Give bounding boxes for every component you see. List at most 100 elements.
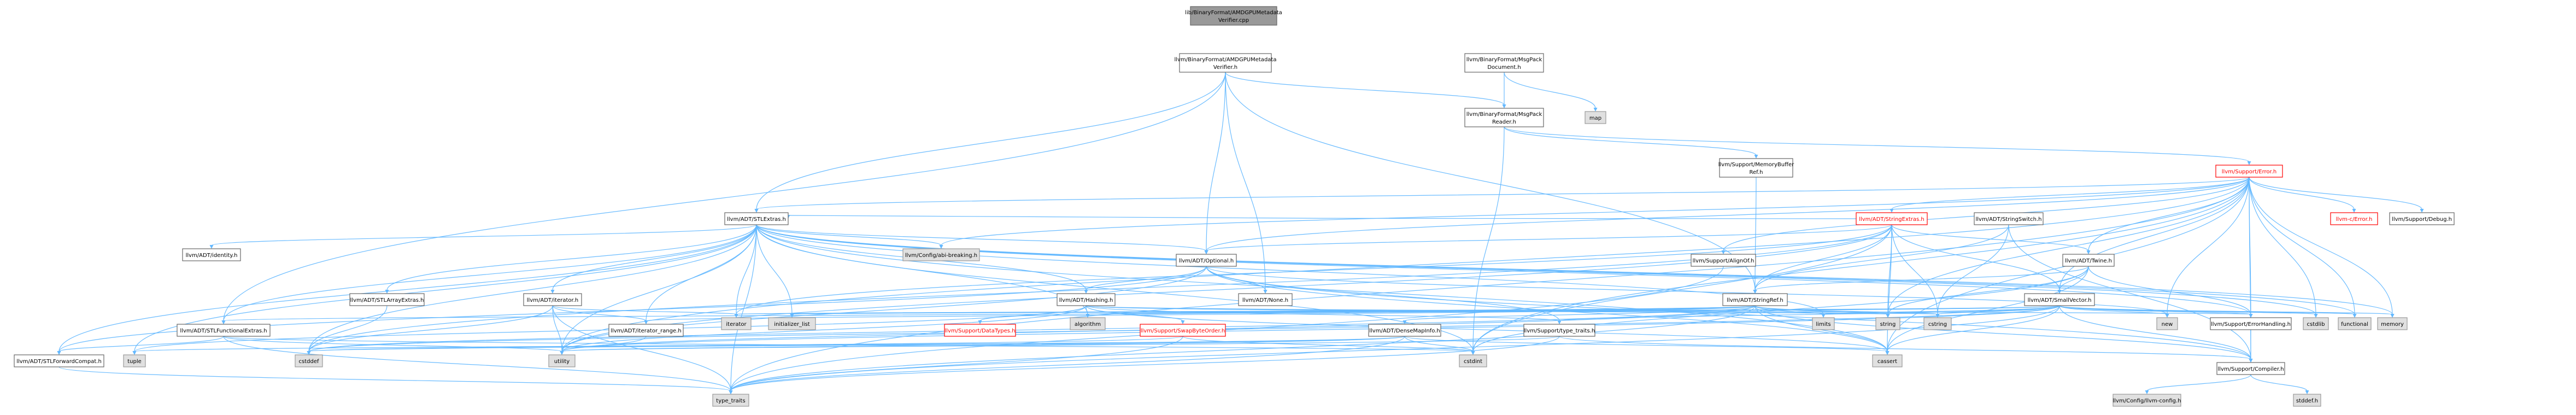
edge-support-error-h-to-abi-breaking-h xyxy=(941,177,2250,246)
edge-smallvector-h-to-cassert xyxy=(1887,305,2060,352)
edge-iterator-h-to-utility xyxy=(552,305,562,352)
node-support-error-h[interactable]: llvm/Support/Error.h xyxy=(2215,165,2283,178)
edge-arrowhead xyxy=(978,320,982,324)
node-smallvector-h[interactable]: llvm/ADT/SmallVector.h xyxy=(2024,293,2095,306)
node-cstring[interactable]: cstring xyxy=(1923,317,1952,330)
edge-compiler-h-to-llvm-config-h xyxy=(2146,374,2251,391)
node-cassert[interactable]: cassert xyxy=(1872,354,1903,367)
node-stringref-h[interactable]: llvm/ADT/StringRef.h xyxy=(1722,293,1788,306)
node-type-traits-h[interactable]: llvm/Support/type_traits.h xyxy=(1523,324,1595,337)
node-memorybufferref-h[interactable]: llvm/Support/MemoryBuffer Ref.h xyxy=(1718,158,1794,178)
edge-stlforwardcompat-h-to-type-traits xyxy=(58,366,731,391)
node-map[interactable]: map xyxy=(1585,111,1606,124)
node-llvm-c-error-h[interactable]: llvm-c/Error.h xyxy=(2330,212,2378,225)
edge-densemapinfo-h-to-cassert xyxy=(1404,336,1888,352)
svg-text:type_traits: type_traits xyxy=(716,398,745,404)
node-functional[interactable]: functional xyxy=(2338,317,2372,330)
node-memory[interactable]: memory xyxy=(2377,317,2408,330)
node-cstddef[interactable]: cstddef xyxy=(295,354,323,367)
edge-stringswitch-h-to-stringref-h xyxy=(1755,224,2009,291)
node-errorhandling-h[interactable]: llvm/Support/ErrorHandling.h xyxy=(2210,317,2292,330)
edge-stringref-h-to-densemapinfo-h xyxy=(1404,305,1756,322)
edge-stlextras-h-to-stlfunctionalextras-h xyxy=(223,224,757,322)
node-tuple[interactable]: tuple xyxy=(123,354,146,367)
svg-text:cstdint: cstdint xyxy=(1464,359,1482,365)
svg-text:llvm/Support/Error.h: llvm/Support/Error.h xyxy=(2222,169,2276,175)
edge-support-error-h-to-smallvector-h xyxy=(2059,177,2250,291)
node-alignof-h[interactable]: llvm/Support/AlignOf.h xyxy=(1691,254,1756,267)
node-datatypes-h[interactable]: llvm/Support/DataTypes.h xyxy=(944,324,1016,337)
svg-text:llvm/Support/AlignOf.h: llvm/Support/AlignOf.h xyxy=(1693,258,1755,264)
edge-hashing-h-to-cassert xyxy=(1085,305,1888,352)
edge-swapbyteorder-h-to-type-traits xyxy=(730,336,1183,391)
edge-stlextras-h-to-errorhandling-h xyxy=(756,224,2251,315)
edge-arrowhead xyxy=(221,320,226,324)
node-hashing-h[interactable]: llvm/ADT/Hashing.h xyxy=(1057,293,1116,306)
node-new[interactable]: new xyxy=(2156,317,2178,330)
edge-smallvector-h-to-type-traits-h xyxy=(1559,305,2060,322)
edge-stlextras-h-to-optional-h xyxy=(756,224,1207,252)
svg-text:Verifier.cpp: Verifier.cpp xyxy=(1218,17,1249,24)
node-initializer-list[interactable]: initializer_list xyxy=(768,317,816,330)
node-limits[interactable]: limits xyxy=(1812,317,1835,330)
node-stddef-h[interactable]: stddef.h xyxy=(2293,394,2321,407)
node-support-debug-h[interactable]: llvm/Support/Debug.h xyxy=(2389,212,2455,225)
node-identity-h[interactable]: llvm/ADT/identity.h xyxy=(182,248,241,261)
edge-support-error-h-to-optional-h xyxy=(1206,177,2250,252)
node-stlforwardcompat-h[interactable]: llvm/ADT/STLForwardCompat.h xyxy=(14,354,104,367)
node-llvm-config-h[interactable]: llvm/Config/llvm-config.h xyxy=(2113,394,2181,407)
edge-stlfunctionalextras-h-to-stlforwardcompat-h xyxy=(58,336,224,352)
node-none-h[interactable]: llvm/ADT/None.h xyxy=(1238,293,1293,306)
node-root-file[interactable]: lib/BinaryFormat/AMDGPUMetadata Verifier… xyxy=(1185,6,1282,26)
edge-stlextras-h-to-initializer-list xyxy=(756,224,793,315)
node-cstdlib[interactable]: cstdlib xyxy=(2303,317,2329,330)
node-type-traits[interactable]: type_traits xyxy=(712,394,749,407)
node-msgpack-reader-h[interactable]: llvm/BinaryFormat/MsgPack Reader.h xyxy=(1464,108,1544,127)
edge-support-error-h-to-functional xyxy=(2249,177,2355,315)
node-twine-h[interactable]: llvm/ADT/Twine.h xyxy=(2062,254,2115,267)
svg-text:llvm/Support/Compiler.h: llvm/Support/Compiler.h xyxy=(2217,366,2284,372)
node-stlfunctionalextras-h[interactable]: llvm/ADT/STLFunctionalExtras.h xyxy=(177,324,271,337)
svg-text:string: string xyxy=(1880,322,1896,328)
edge-arrowhead xyxy=(209,245,214,249)
edge-arrowhead xyxy=(2086,250,2091,254)
svg-text:llvm/ADT/StringSwitch.h: llvm/ADT/StringSwitch.h xyxy=(1975,217,2041,223)
edge-stlfunctionalextras-h-to-type-traits xyxy=(223,336,731,391)
svg-text:Document.h: Document.h xyxy=(1487,65,1521,71)
edge-arrowhead xyxy=(939,245,943,249)
node-amdgpu-metadata-verifier-h[interactable]: llvm/BinaryFormat/AMDGPUMetadata Verifie… xyxy=(1175,53,1277,73)
svg-text:llvm/ADT/STLArrayExtras.h: llvm/ADT/STLArrayExtras.h xyxy=(350,297,424,303)
edge-twine-h-to-errorhandling-h xyxy=(2088,266,2251,315)
edge-smallvector-h-to-utility xyxy=(561,305,2060,352)
node-stringextras-h[interactable]: llvm/ADT/StringExtras.h xyxy=(1856,212,1928,225)
node-iterator-h[interactable]: llvm/ADT/iterator.h xyxy=(523,293,582,306)
svg-text:map: map xyxy=(1589,115,1601,121)
node-abi-breaking-h[interactable]: llvm/Config/abi-breaking.h xyxy=(902,248,980,261)
node-stlextras-h[interactable]: llvm/ADT/STLExtras.h xyxy=(724,212,789,225)
node-swapbyteorder-h[interactable]: llvm/Support/SwapByteOrder.h xyxy=(1140,324,1226,337)
svg-text:stddef.h: stddef.h xyxy=(2296,398,2318,404)
node-densemapinfo-h[interactable]: llvm/ADT/DenseMapInfo.h xyxy=(1368,324,1441,337)
edge-stringref-h-to-cstring xyxy=(1755,305,1938,315)
node-iterator[interactable]: iterator xyxy=(721,317,752,330)
node-msgpack-document-h[interactable]: llvm/BinaryFormat/MsgPack Document.h xyxy=(1464,53,1544,73)
node-cstdint[interactable]: cstdint xyxy=(1459,354,1487,367)
svg-text:llvm/ADT/iterator_range.h: llvm/ADT/iterator_range.h xyxy=(611,328,681,334)
node-iterator-range-h[interactable]: llvm/ADT/iterator_range.h xyxy=(608,324,684,337)
edge-arrowhead xyxy=(1557,320,1562,324)
edge-arrowhead xyxy=(754,209,759,213)
edge-arrowhead xyxy=(307,351,311,355)
node-compiler-h[interactable]: llvm/Support/Compiler.h xyxy=(2216,362,2285,375)
svg-text:llvm/ADT/iterator.h: llvm/ADT/iterator.h xyxy=(527,297,578,303)
node-string[interactable]: string xyxy=(1875,317,1900,330)
node-optional-h[interactable]: llvm/ADT/Optional.h xyxy=(1176,254,1237,267)
edge-support-error-h-to-new xyxy=(2167,177,2250,315)
svg-text:llvm/BinaryFormat/MsgPack: llvm/BinaryFormat/MsgPack xyxy=(1466,112,1542,118)
edge-arrowhead xyxy=(57,351,61,355)
node-stringswitch-h[interactable]: llvm/ADT/StringSwitch.h xyxy=(1974,212,2044,225)
svg-text:llvm/ADT/StringRef.h: llvm/ADT/StringRef.h xyxy=(1727,297,1783,303)
node-stlarrayextras-h[interactable]: llvm/ADT/STLArrayExtras.h xyxy=(349,293,425,306)
edge-stringextras-h-to-smallvector-h xyxy=(1891,224,2060,291)
node-utility[interactable]: utility xyxy=(548,354,576,367)
node-algorithm[interactable]: algorithm xyxy=(1070,317,1106,330)
